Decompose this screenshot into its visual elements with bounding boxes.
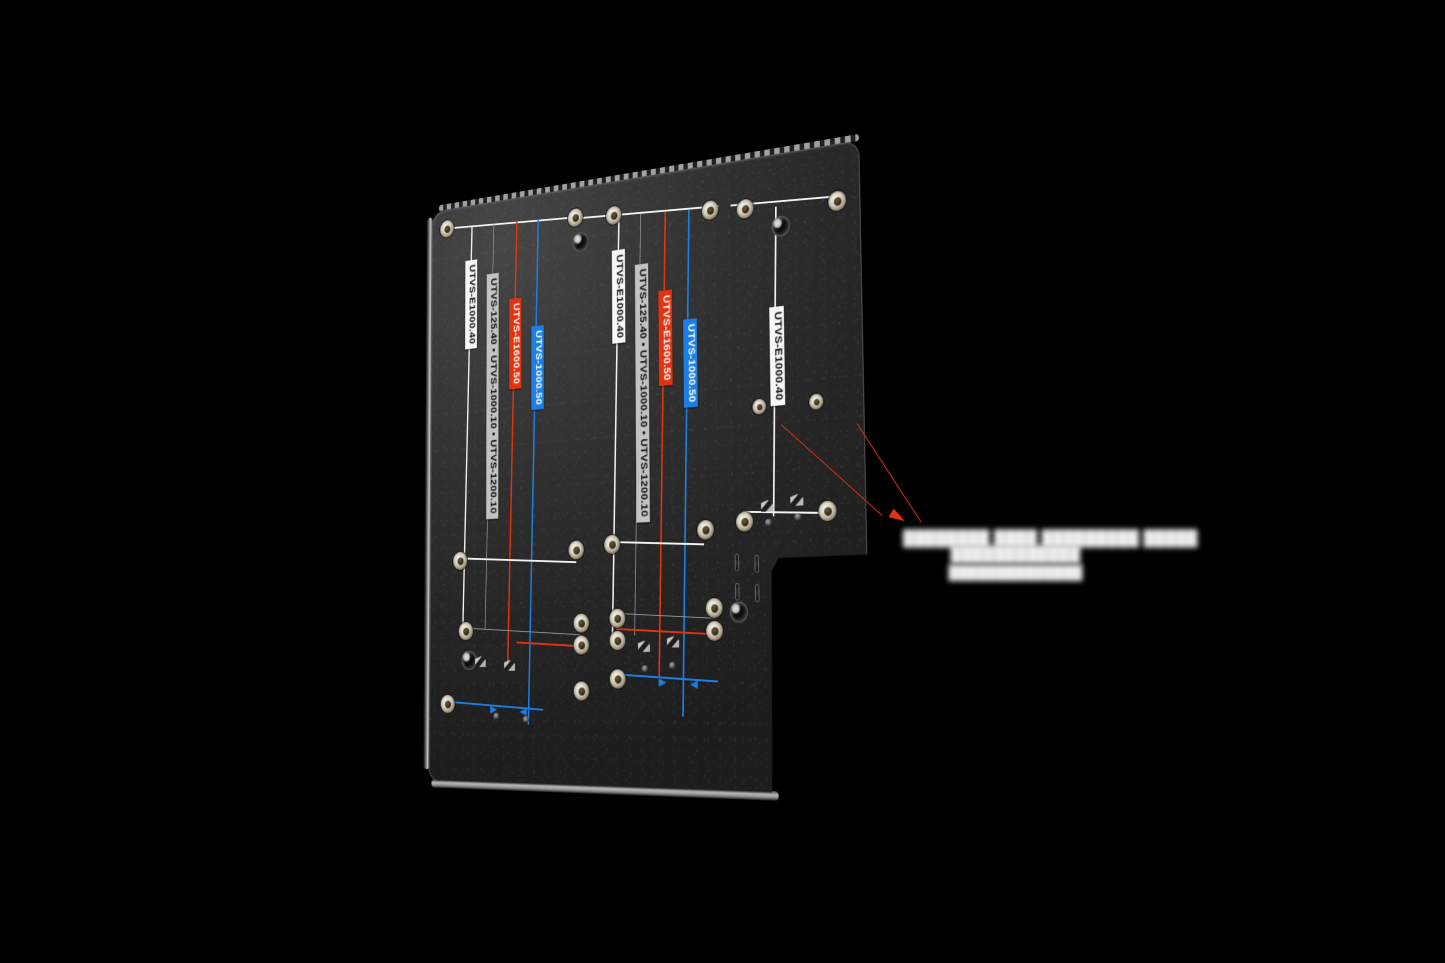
brass-eyelet bbox=[441, 695, 455, 713]
callout-text-line-3: ██████████████ bbox=[903, 565, 1128, 581]
part-label-utvs-e1000-40[interactable]: UTVS-E1000.40 bbox=[465, 259, 477, 349]
callout-text-line-2: ████████████ bbox=[903, 546, 1128, 564]
arrow-icon bbox=[520, 708, 527, 716]
part-label-utvs-e1600-50[interactable]: UTVS-E1600.50 bbox=[509, 298, 522, 390]
mounting-plate-assembly: UTVS-E1000.40 UTVS-125.40 • UTVS-1000.10… bbox=[428, 140, 872, 797]
counterbored-hole bbox=[462, 651, 477, 670]
